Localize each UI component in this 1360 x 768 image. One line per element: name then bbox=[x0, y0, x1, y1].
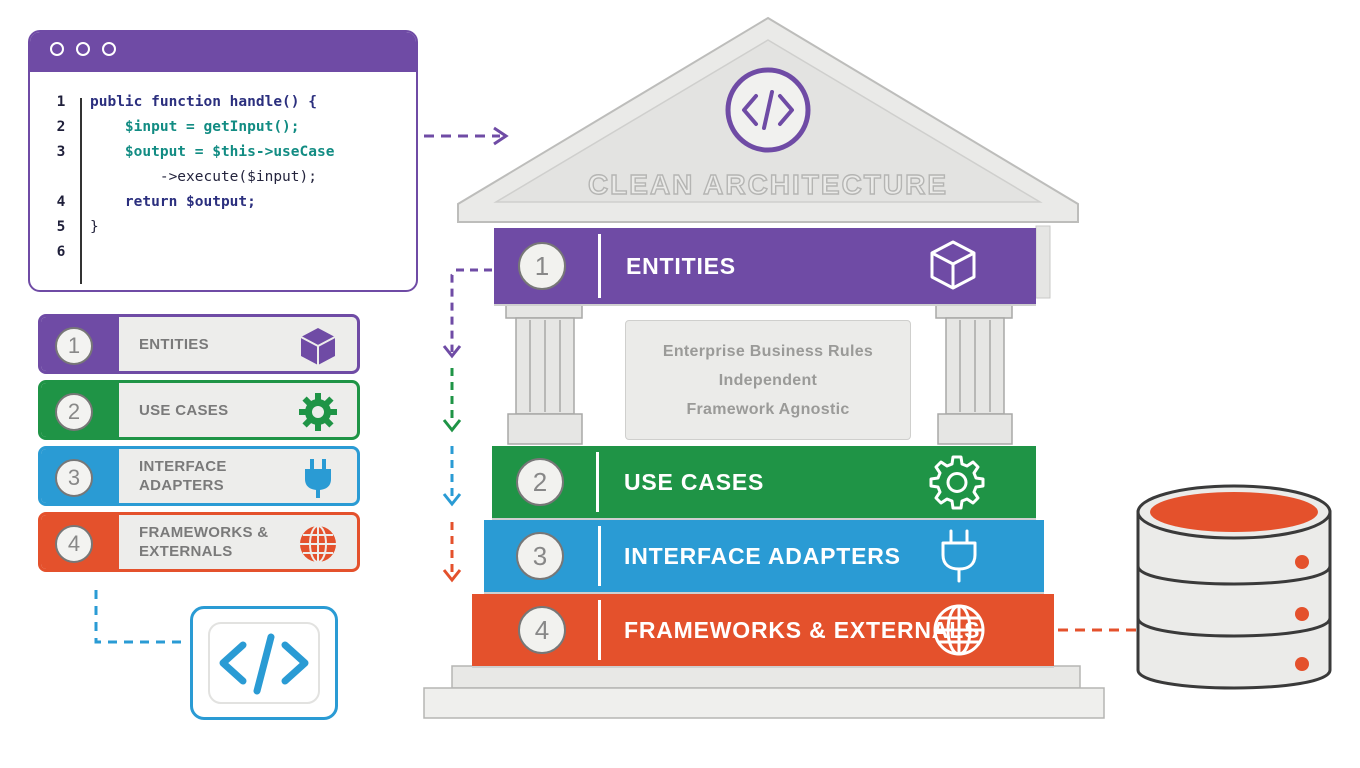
code-brackets-icon bbox=[208, 622, 320, 704]
code-line: $input = getInput(); bbox=[90, 119, 300, 135]
globe-icon bbox=[300, 525, 336, 563]
flow-arrow-purple bbox=[450, 268, 492, 352]
layer-bar-interface-adapters: 3 INTERFACE ADAPTERS bbox=[484, 520, 1044, 592]
window-dot bbox=[50, 42, 64, 56]
flow-arrowhead-green bbox=[442, 419, 462, 433]
legend-card-use-cases: 2 USE CASES bbox=[38, 380, 360, 440]
code-line: } bbox=[90, 219, 99, 235]
window-dot bbox=[76, 42, 90, 56]
cube-icon bbox=[300, 328, 336, 365]
plug-icon bbox=[941, 529, 977, 583]
code-body: 1 public function handle() { 2 $input = g… bbox=[30, 90, 416, 290]
temple-side-post bbox=[1035, 225, 1051, 299]
code-brackets-icon bbox=[725, 67, 811, 153]
line-number: 3 bbox=[56, 144, 66, 160]
layer-label: INTERFACE ADAPTERS bbox=[624, 542, 901, 569]
enterprise-rules-panel: Enterprise Business Rules Independent Fr… bbox=[625, 320, 911, 440]
layer-bar-use-cases: 2 USE CASES bbox=[492, 446, 1036, 518]
legend-card-entities: 1 ENTITIES bbox=[38, 314, 360, 374]
code-window: 1 public function handle() { 2 $input = g… bbox=[28, 30, 418, 292]
layer-bar-entities: 1 ENTITIES bbox=[494, 228, 1036, 304]
rule-text: Enterprise Business Rules bbox=[662, 342, 874, 360]
layer-label: ENTITIES bbox=[626, 252, 736, 279]
temple-title: CLEAN ARCHITECTURE bbox=[588, 169, 948, 200]
code-window-titlebar bbox=[30, 32, 416, 72]
layer-number: 4 bbox=[518, 606, 566, 654]
gear-icon bbox=[929, 455, 985, 510]
code-icon-box bbox=[190, 606, 338, 720]
line-number: 2 bbox=[56, 119, 66, 135]
legend-number: 1 bbox=[55, 327, 93, 365]
legend-to-codebox-connector bbox=[94, 590, 188, 644]
code-line: return $output; bbox=[90, 194, 256, 210]
legend-label: FRAMEWORKS &EXTERNALS bbox=[139, 524, 269, 560]
cube-icon bbox=[930, 240, 976, 290]
flow-arrowhead-blue bbox=[442, 493, 462, 507]
layer-bar-frameworks: 4 FRAMEWORKS & EXTERNALS bbox=[472, 594, 1054, 666]
code-line: public function handle() { bbox=[90, 94, 317, 110]
layer-number: 2 bbox=[516, 458, 564, 506]
temple-step-bottom bbox=[423, 687, 1105, 719]
line-number: 1 bbox=[56, 94, 66, 110]
legend-label: ENTITIES bbox=[139, 335, 209, 353]
plug-icon bbox=[305, 459, 331, 498]
legend-label: USE CASES bbox=[139, 401, 229, 419]
flow-arrowhead-red bbox=[442, 569, 462, 583]
legend-card-frameworks: 4 FRAMEWORKS &EXTERNALS bbox=[38, 512, 360, 572]
temple-column-left bbox=[505, 303, 583, 445]
layer-label: FRAMEWORKS & EXTERNALS bbox=[624, 616, 981, 643]
rule-text: Independent bbox=[718, 371, 818, 389]
flow-arrowhead-purple bbox=[442, 345, 462, 359]
database-icon bbox=[1136, 484, 1332, 690]
code-to-temple-arrowhead bbox=[493, 126, 509, 146]
line-number: 6 bbox=[56, 244, 66, 260]
code-gutter-line bbox=[80, 98, 82, 284]
line-number: 4 bbox=[56, 194, 66, 210]
globe-icon bbox=[933, 604, 985, 656]
rule-text: Framework Agnostic bbox=[686, 400, 850, 418]
code-line: $output = $this->useCase bbox=[90, 144, 335, 160]
legend-number: 4 bbox=[55, 525, 93, 563]
layer-label: USE CASES bbox=[624, 468, 765, 495]
layer-number: 3 bbox=[516, 532, 564, 580]
temple-step-top bbox=[451, 665, 1081, 689]
temple-column-right bbox=[935, 303, 1013, 445]
line-number: 5 bbox=[56, 219, 66, 235]
window-dot bbox=[102, 42, 116, 56]
code-line: ->execute($input); bbox=[90, 169, 317, 185]
legend-number: 3 bbox=[55, 459, 93, 497]
legend-number: 2 bbox=[55, 393, 93, 431]
layer-number: 1 bbox=[518, 242, 566, 290]
gear-icon bbox=[299, 393, 337, 431]
